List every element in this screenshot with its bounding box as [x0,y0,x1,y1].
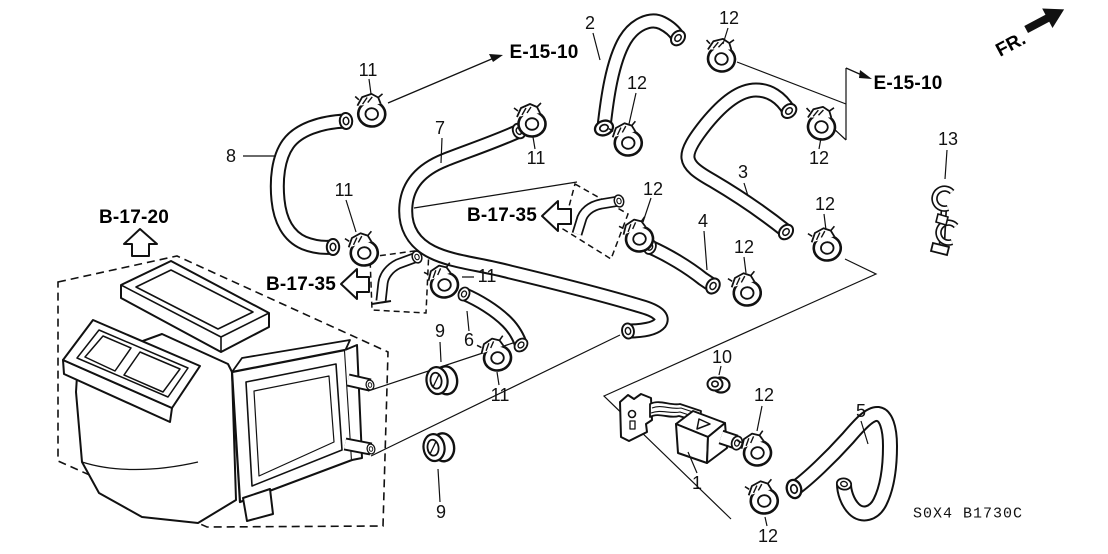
b1735-left-arrow-2 [541,200,572,232]
part-callout-12a: 12 [718,8,740,28]
part-callout-1: 1 [691,473,703,493]
part-callout-3: 3 [737,162,749,182]
heater-unit [62,260,376,524]
part-callout-11e: 11 [490,385,510,405]
part-callout-11d: 11 [477,266,497,286]
part-callout-10: 10 [711,347,733,367]
b1720-up-arrow [123,228,158,257]
part-callout-11a: 11 [358,60,378,80]
part-callout-9a: 9 [434,321,446,341]
part-callout-12b: 12 [626,73,648,93]
ref-label-e1510-1: E-15-10 [509,42,579,63]
part-callout-12h: 12 [757,526,779,546]
water-valve-assembly [619,393,745,464]
front-direction-arrow-icon [1024,8,1065,34]
part-callout-5: 5 [855,401,867,421]
part-callout-12g: 12 [753,385,775,405]
part-callout-8: 8 [225,146,237,166]
part-callout-7: 7 [434,118,446,138]
front-direction-marker: FR. [992,8,1065,62]
part-callout-12d: 12 [814,194,836,214]
e1510-reference-arrows [387,54,872,104]
part-callout-12c: 12 [808,148,830,168]
part-callout-13: 13 [937,129,959,149]
part-callout-9b: 9 [435,502,447,522]
ref-label-b1720: B-17-20 [98,207,170,228]
ref-label-e1510-2: E-15-10 [873,73,943,94]
part-callout-6: 6 [463,330,475,350]
part-callout-4: 4 [697,211,709,231]
grommet-10 [706,376,731,394]
grommet-9-upper [423,363,461,399]
ref-label-b1735-2: B-17-35 [466,205,538,226]
reference-block-arrows [123,200,572,300]
part-callout-11c: 11 [526,148,546,168]
part-callout-12f: 12 [733,237,755,257]
part-callout-2: 2 [584,13,596,33]
heater-unit-dashed-outline [57,255,389,528]
drawing-code: S0X4 B1730C [912,505,1024,523]
grommet-9-lower [420,430,458,466]
leader-lines [243,27,948,527]
hose-clip-13 [929,185,959,257]
part-callout-12e: 12 [642,179,664,199]
b1735-left-arrow-1 [340,268,370,300]
front-direction-label: FR. [992,29,1029,62]
hose-clamps [343,33,844,517]
part-callout-11b: 11 [334,180,354,200]
ref-label-b1735-1: B-17-35 [265,274,337,295]
